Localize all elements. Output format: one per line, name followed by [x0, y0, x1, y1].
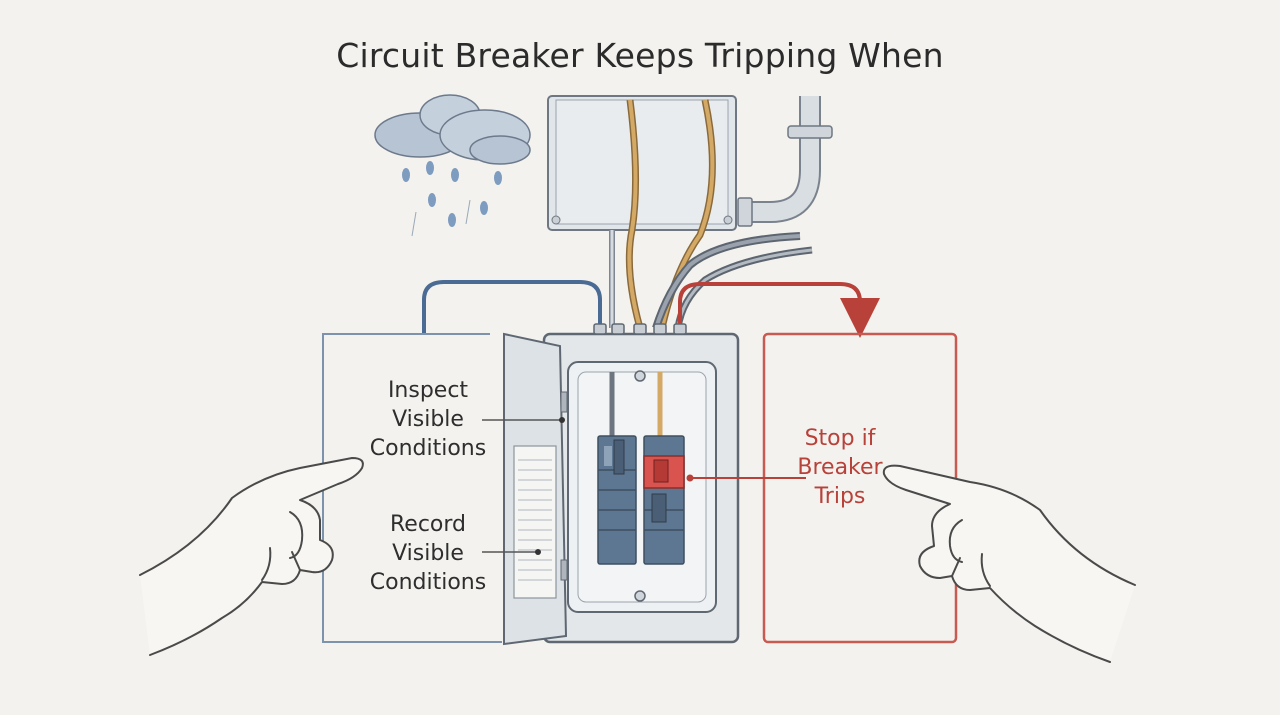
pointing-hand-right-icon	[882, 464, 1136, 663]
panel-door	[503, 332, 568, 646]
rain-cloud-icon	[374, 94, 531, 237]
label-line: Visible	[392, 541, 464, 566]
leader-line-stop	[686, 474, 806, 482]
conduit-pipe	[737, 96, 833, 227]
pointing-hand-left-icon	[139, 457, 364, 656]
blue-connector-line	[422, 280, 602, 333]
leader-line-record	[482, 549, 541, 555]
label-line: Visible	[392, 407, 464, 432]
red-arrow-line	[678, 282, 880, 338]
leader-line-inspect	[482, 417, 565, 423]
label-line: Trips	[814, 484, 866, 509]
supply-wires	[609, 99, 813, 330]
breaker-panel	[542, 323, 740, 644]
label-line: Conditions	[369, 436, 487, 461]
junction-box	[547, 95, 737, 231]
label-line: Inspect	[387, 378, 469, 403]
label-line: Conditions	[369, 570, 487, 595]
label-inspect-visible-conditions: Inspect Visible Conditions	[360, 376, 496, 463]
diagram-title: Circuit Breaker Keeps Tripping When	[336, 36, 944, 75]
label-line: Record	[389, 512, 466, 537]
label-stop-if-breaker-trips: Stop if Breaker Trips	[790, 424, 890, 511]
label-record-visible-conditions: Record Visible Conditions	[360, 510, 496, 597]
label-line: Breaker	[797, 455, 883, 480]
label-line: Stop if	[804, 426, 876, 451]
